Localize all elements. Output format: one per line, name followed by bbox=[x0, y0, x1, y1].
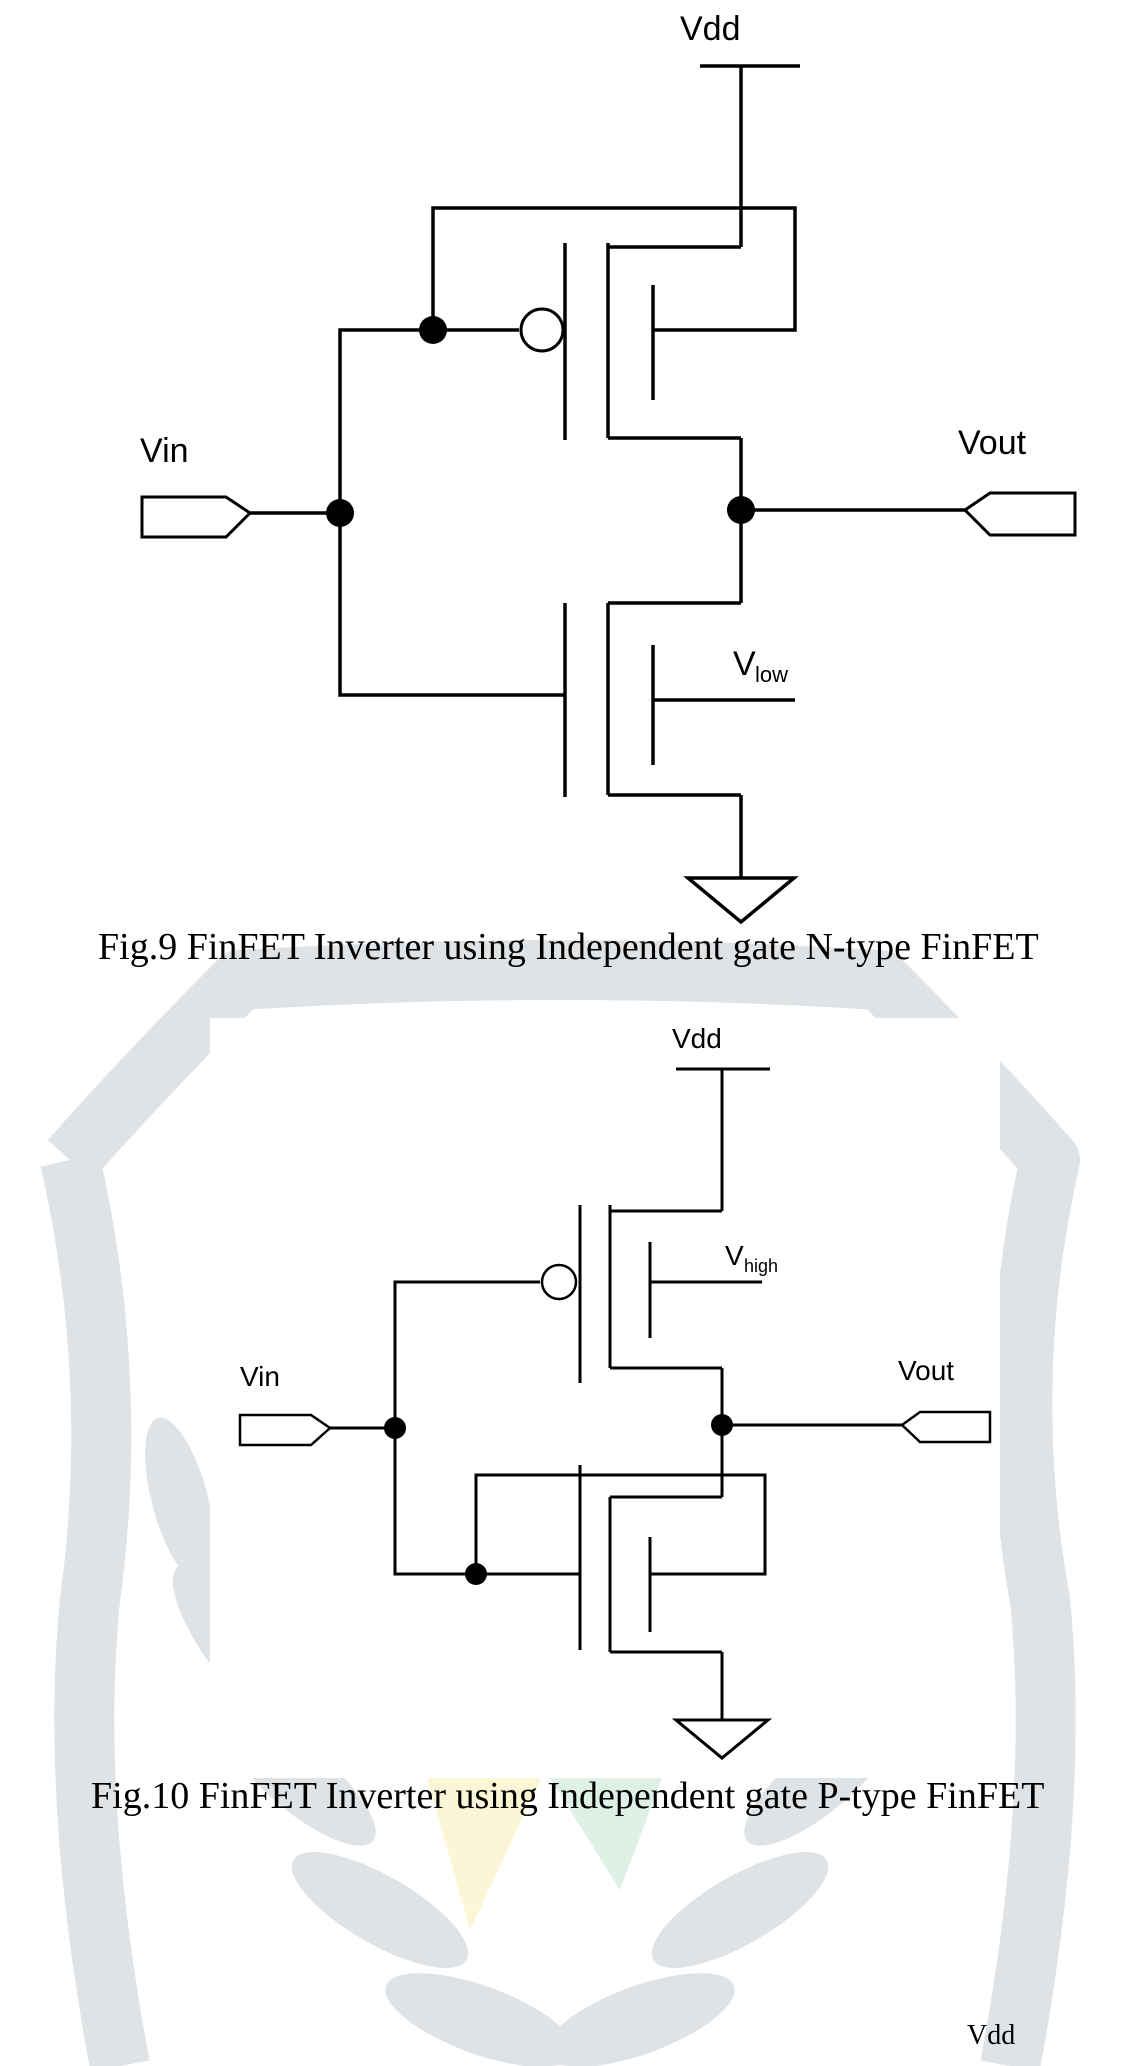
ground-icon bbox=[683, 876, 799, 925]
vin-label: Vin bbox=[140, 432, 189, 470]
back-gate-loop bbox=[431, 206, 797, 332]
pmos-inversion-bubble-icon bbox=[540, 1263, 578, 1301]
vin-label: Vin bbox=[240, 1361, 280, 1392]
figure10-caption: Fig.10 FinFET Inverter using Independent… bbox=[91, 1775, 1045, 1817]
vout-label: Vout bbox=[898, 1355, 954, 1386]
figure10-background bbox=[210, 1018, 1000, 1778]
watermark-flame-green bbox=[545, 1770, 665, 1890]
next-figure-vdd-label: Vdd bbox=[967, 2020, 1016, 2051]
vout-port-icon bbox=[900, 1410, 992, 1444]
vlow-label: V bbox=[733, 645, 756, 683]
junction-dot bbox=[727, 496, 755, 524]
ground-icon bbox=[671, 1718, 773, 1760]
vin-port-icon bbox=[140, 495, 253, 539]
pmos-inversion-bubble-icon bbox=[519, 307, 565, 353]
input-bus bbox=[338, 328, 565, 697]
back-gate-loop bbox=[474, 1473, 767, 1576]
vhigh-subscript: high bbox=[744, 1256, 778, 1276]
junction-dot bbox=[384, 1417, 406, 1439]
figure10-schematic: Vdd Vin Vout V high bbox=[238, 1023, 992, 1760]
vlow-subscript: low bbox=[755, 662, 788, 687]
vdd-label: Vdd bbox=[680, 10, 741, 48]
watermark-flame-yellow bbox=[425, 1770, 545, 1930]
vout-label: Vout bbox=[958, 424, 1027, 462]
junction-dot bbox=[465, 1563, 487, 1585]
junction-dot bbox=[419, 316, 447, 344]
gate-wire-p bbox=[393, 1280, 580, 1576]
vdd-label: Vdd bbox=[672, 1023, 722, 1054]
vhigh-label: V bbox=[725, 1240, 744, 1271]
junction-dot bbox=[711, 1414, 733, 1436]
figure9-schematic: Vdd Vin Vout V low bbox=[140, 10, 1077, 925]
junction-dot bbox=[326, 499, 354, 527]
figure9-caption: Fig.9 FinFET Inverter using Independent … bbox=[98, 926, 1039, 968]
vin-port-icon bbox=[238, 1413, 333, 1447]
vout-port-icon bbox=[962, 491, 1077, 537]
